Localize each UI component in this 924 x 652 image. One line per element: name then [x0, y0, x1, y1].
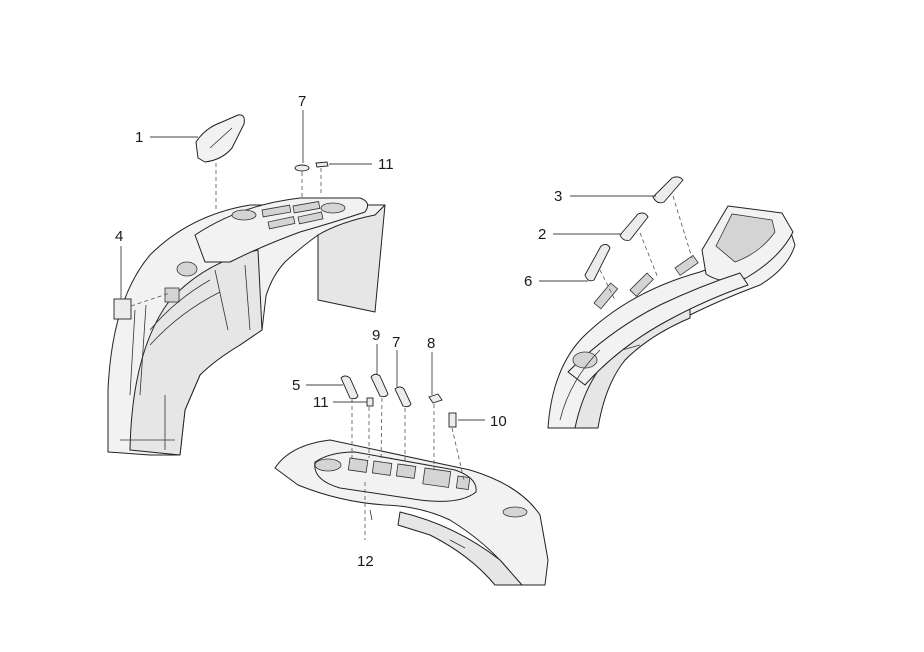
part-11-b [366, 397, 374, 407]
part-4 [113, 298, 132, 320]
part-11-a [315, 161, 329, 168]
part-7-a [294, 164, 310, 172]
left-assembly [107, 197, 386, 456]
center-assembly [274, 439, 549, 586]
callout-10: 10 [490, 413, 507, 430]
callout-3: 3 [554, 188, 562, 205]
callout-7-bottom: 7 [392, 334, 400, 351]
callout-6: 6 [524, 273, 532, 290]
callout-8: 8 [427, 335, 435, 352]
callout-12: 12 [357, 553, 374, 570]
part-10 [448, 412, 457, 428]
callout-2: 2 [538, 226, 546, 243]
part-7-b [394, 386, 412, 408]
part-3 [652, 176, 684, 204]
callout-7-top: 7 [298, 93, 306, 110]
callout-9: 9 [372, 327, 380, 344]
part-2 [619, 212, 649, 241]
callout-11-bottom: 11 [313, 394, 329, 411]
callout-11-top: 11 [378, 156, 394, 173]
right-assembly [547, 205, 796, 429]
callout-4: 4 [115, 228, 123, 245]
callout-1: 1 [135, 129, 143, 146]
part-6 [584, 243, 611, 282]
part-9 [370, 373, 389, 398]
callout-5: 5 [292, 377, 300, 394]
part-8 [428, 393, 443, 404]
part-5 [340, 375, 359, 400]
